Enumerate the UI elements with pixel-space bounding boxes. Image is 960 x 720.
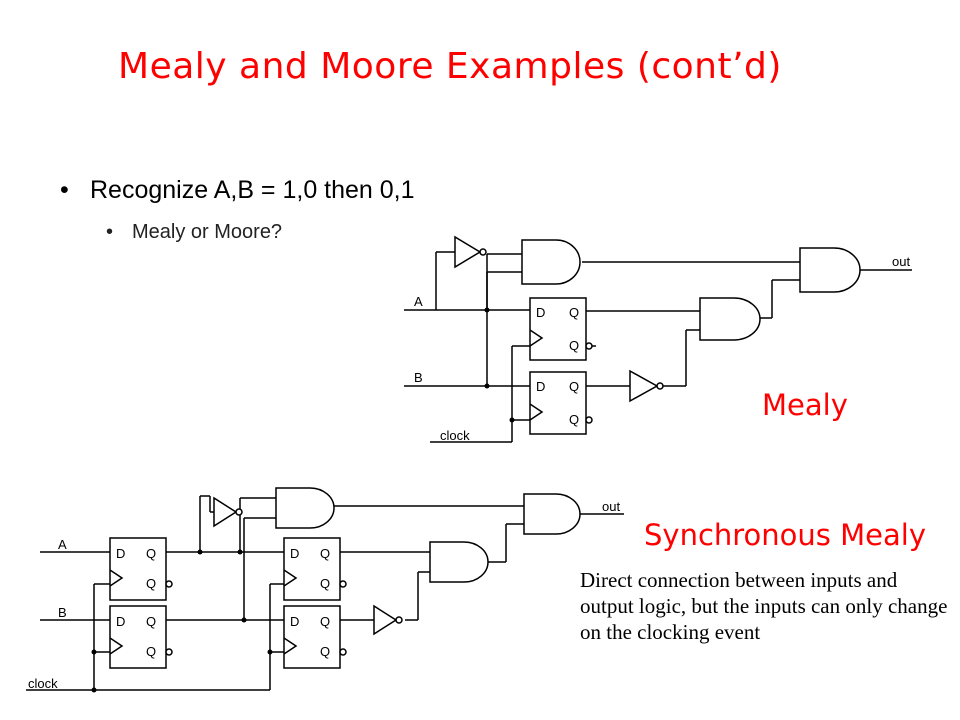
ff-d-label: D xyxy=(536,305,545,320)
junction-dot xyxy=(237,549,243,555)
bullet-item-1: • Recognize A,B = 1,0 then 0,1 xyxy=(60,176,415,205)
inverter-gate xyxy=(454,235,482,269)
bullet-item-2: • Mealy or Moore? xyxy=(106,221,282,244)
ff-qbar-label: Q xyxy=(569,412,579,427)
bullet-dot: • xyxy=(60,176,69,204)
qbar-bubble xyxy=(165,648,173,656)
label-synchronous-mealy: Synchronous Mealy xyxy=(644,518,926,552)
inverter-bubble xyxy=(235,508,243,516)
ff-qbar-label: Q xyxy=(146,576,156,591)
inverter-bubble xyxy=(479,248,487,256)
ff-q-label: Q xyxy=(146,614,156,629)
and-gate xyxy=(799,247,861,293)
junction-dot xyxy=(241,617,247,623)
ff-qbar-label: Q xyxy=(569,338,579,353)
junction-dot xyxy=(484,307,490,313)
inverter-gate xyxy=(213,496,238,528)
ff-q-label: Q xyxy=(320,546,330,561)
junction-dot xyxy=(197,549,203,555)
and-gate xyxy=(275,487,335,529)
input-label-b: B xyxy=(58,605,67,620)
and-gate xyxy=(523,493,581,535)
qbar-bubble xyxy=(165,580,173,588)
bullet-text: Mealy or Moore? xyxy=(132,221,283,243)
and-gate xyxy=(699,297,761,341)
ff-q-label: Q xyxy=(146,546,156,561)
junction-dot xyxy=(484,383,490,389)
ff-qbar-label: Q xyxy=(320,644,330,659)
ff-q-label: Q xyxy=(569,305,579,320)
junction-dot xyxy=(267,649,273,655)
output-label: out xyxy=(892,254,910,269)
junction-dot xyxy=(91,687,97,693)
bullet-dot: • xyxy=(106,221,114,243)
label-mealy: Mealy xyxy=(762,388,848,422)
ff-q-label: Q xyxy=(569,379,579,394)
inverter-bubble xyxy=(395,616,403,624)
input-label-b: B xyxy=(414,370,423,385)
and-gate xyxy=(521,239,581,285)
qbar-bubble xyxy=(339,648,347,656)
input-label-clock: clock xyxy=(440,428,470,443)
junction-dot xyxy=(91,649,97,655)
ff-qbar-label: Q xyxy=(146,644,156,659)
input-label-a: A xyxy=(58,537,67,552)
inverter-gate xyxy=(373,604,398,636)
output-label: out xyxy=(602,499,620,514)
bullet-text: Recognize A,B = 1,0 then 0,1 xyxy=(90,176,415,204)
ff-d-label: D xyxy=(290,546,299,561)
slide-title: Mealy and Moore Examples (cont’d) xyxy=(118,46,782,87)
and-gate xyxy=(429,541,489,583)
ff-d-label: D xyxy=(536,379,545,394)
qbar-bubble xyxy=(339,580,347,588)
qbar-bubble xyxy=(585,416,593,424)
input-label-clock: clock xyxy=(28,676,58,691)
explanation-note: Direct connection between inputs and out… xyxy=(580,568,948,644)
ff-d-label: D xyxy=(116,614,125,629)
junction-dot xyxy=(509,417,515,423)
ff-qbar-label: Q xyxy=(320,576,330,591)
inverter-bubble xyxy=(656,382,664,390)
ff-d-label: D xyxy=(290,614,299,629)
ff-q-label: Q xyxy=(320,614,330,629)
ff-d-label: D xyxy=(116,546,125,561)
circuit-top xyxy=(404,251,912,443)
inverter-gate xyxy=(629,369,659,403)
input-label-a: A xyxy=(414,294,423,309)
qbar-bubble xyxy=(585,342,593,350)
